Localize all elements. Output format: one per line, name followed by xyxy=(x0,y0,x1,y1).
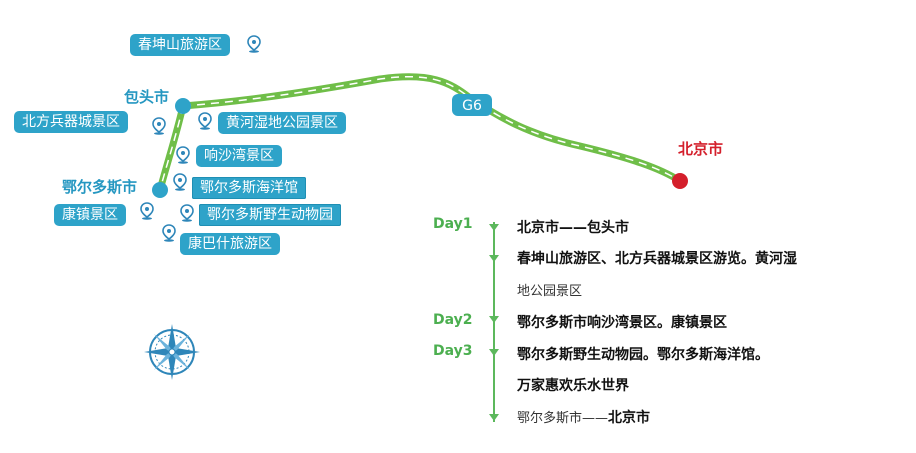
timeline-arrow-icon xyxy=(489,349,499,356)
city-ordos: 鄂尔多斯市 xyxy=(62,178,138,196)
map-pin-icon xyxy=(173,173,187,191)
baotou-dot xyxy=(175,98,191,114)
timeline-arrow-icon xyxy=(489,316,499,323)
attraction-xiangshawan: 响沙湾景区 xyxy=(196,145,282,167)
map-pin-icon xyxy=(162,224,176,242)
day-label: Day2 xyxy=(433,312,473,328)
timeline-arrow-icon xyxy=(489,255,499,262)
map-pin-icon xyxy=(152,117,166,135)
timeline-arrow-icon xyxy=(489,414,499,421)
ordos-dot xyxy=(152,182,168,198)
city-baotou: 包头市 xyxy=(124,88,170,106)
attraction-beifang-bingqi: 北方兵器城景区 xyxy=(14,111,128,133)
highway-label: G6 xyxy=(452,94,492,116)
map-pin-icon xyxy=(180,204,194,222)
itinerary-line: 鄂尔多斯野生动物园。鄂尔多斯海洋馆。 xyxy=(517,347,769,363)
attraction-kangzhen: 康镇景区 xyxy=(54,204,126,226)
itinerary-line: 鄂尔多斯市响沙湾景区。康镇景区 xyxy=(517,315,727,331)
attraction-ordos-aquarium: 鄂尔多斯海洋馆 xyxy=(192,177,306,199)
itinerary-line: 鄂尔多斯市——北京市 xyxy=(517,410,651,426)
attraction-kangbashi: 康巴什旅游区 xyxy=(180,233,280,255)
attraction-huanghe-shidi: 黄河湿地公园景区 xyxy=(218,112,346,134)
itinerary-line: 北京市——包头市 xyxy=(517,220,629,236)
compass-rose-icon xyxy=(144,324,200,380)
attraction-chunkunshan: 春坤山旅游区 xyxy=(130,34,230,56)
map-pin-icon xyxy=(140,202,154,220)
map-pin-icon xyxy=(176,146,190,164)
itinerary-line: 万家惠欢乐水世界 xyxy=(517,378,629,394)
day-label: Day3 xyxy=(433,343,473,359)
itinerary-line: 春坤山旅游区、北方兵器城景区游览。黄河湿 xyxy=(517,251,797,267)
map-pin-icon xyxy=(247,35,261,53)
attraction-ordos-zoo: 鄂尔多斯野生动物园 xyxy=(199,204,341,226)
svg-text:G6: G6 xyxy=(462,98,482,114)
city-beijing: 北京市 xyxy=(678,140,724,158)
beijing-dot xyxy=(672,173,688,189)
itinerary-line: 地公园景区 xyxy=(517,284,583,299)
day-label: Day1 xyxy=(433,216,473,232)
map-pin-icon xyxy=(198,112,212,130)
timeline-arrow-icon xyxy=(489,224,499,231)
